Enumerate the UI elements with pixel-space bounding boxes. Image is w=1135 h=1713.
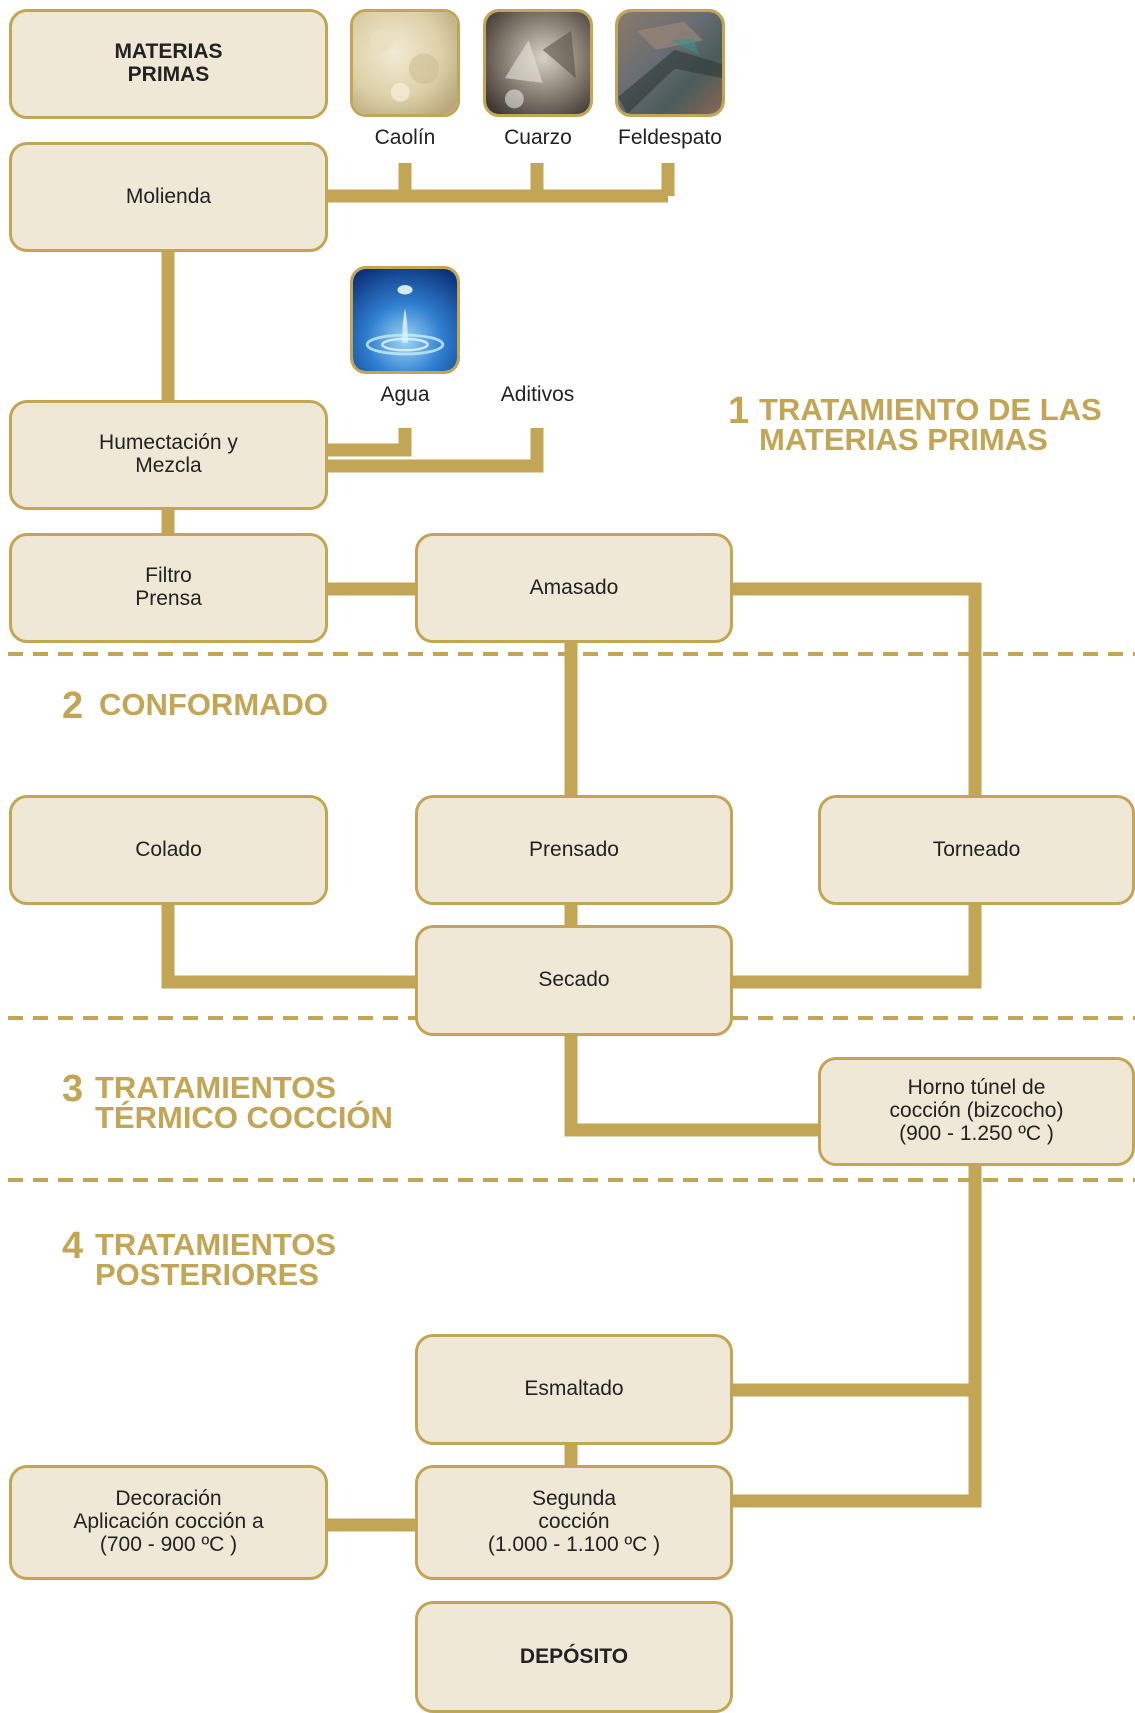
section-2-number: 2 (62, 685, 84, 727)
feldspar-image (615, 9, 725, 117)
section-1-number: 1 (728, 390, 750, 432)
section-4-number: 4 (62, 1225, 84, 1267)
step-colado: Colado (9, 795, 328, 905)
step-horno-tunel: Horno túnel de cocción (bizcocho) (900 -… (818, 1057, 1135, 1166)
step-filtro-prensa: Filtro Prensa (9, 533, 328, 643)
section-3-title: TRATAMIENTOS TÉRMICO COCCIÓN (95, 1070, 393, 1136)
section-2-heading: 2 CONFORMADO (62, 685, 382, 730)
quartz-image (483, 9, 593, 117)
section-4-title: TRATAMIENTOS POSTERIORES (95, 1227, 337, 1293)
connector-lines (8, 163, 1135, 1532)
section-3-number: 3 (62, 1068, 84, 1110)
raw-materials-header: MATERIAS PRIMAS (9, 9, 328, 119)
section-4-heading: 4 TRATAMIENTOS POSTERIORES (62, 1225, 402, 1305)
water-label: Agua (380, 383, 430, 406)
step-molienda: Molienda (9, 142, 328, 252)
step-decoracion: Decoración Aplicación cocción a (700 - 9… (9, 1465, 328, 1580)
quartz-label: Cuarzo (504, 126, 572, 149)
section-1-title: TRATAMIENTO DE LAS MATERIAS PRIMAS (759, 392, 1102, 458)
kaolin-image (350, 9, 460, 117)
section-3-heading: 3 TRATAMIENTOS TÉRMICO COCCIÓN (62, 1068, 422, 1148)
section-2-title: CONFORMADO (99, 687, 329, 722)
additives-label: Aditivos (500, 383, 575, 406)
step-deposito: DEPÓSITO (415, 1601, 733, 1713)
step-secado: Secado (415, 925, 733, 1036)
step-esmaltado: Esmaltado (415, 1334, 733, 1445)
step-torneado: Torneado (818, 795, 1135, 905)
step-amasado: Amasado (415, 533, 733, 643)
step-prensado: Prensado (415, 795, 733, 905)
water-drop-image (350, 266, 460, 374)
section-1-heading: 1 TRATAMIENTO DE LAS MATERIAS PRIMAS (728, 390, 1128, 470)
feldspar-label: Feldespato (618, 126, 722, 149)
step-humectacion: Humectación y Mezcla (9, 400, 328, 510)
step-segunda-coccion: Segunda cocción (1.000 - 1.100 ºC ) (415, 1465, 733, 1580)
kaolin-label: Caolín (374, 126, 436, 149)
